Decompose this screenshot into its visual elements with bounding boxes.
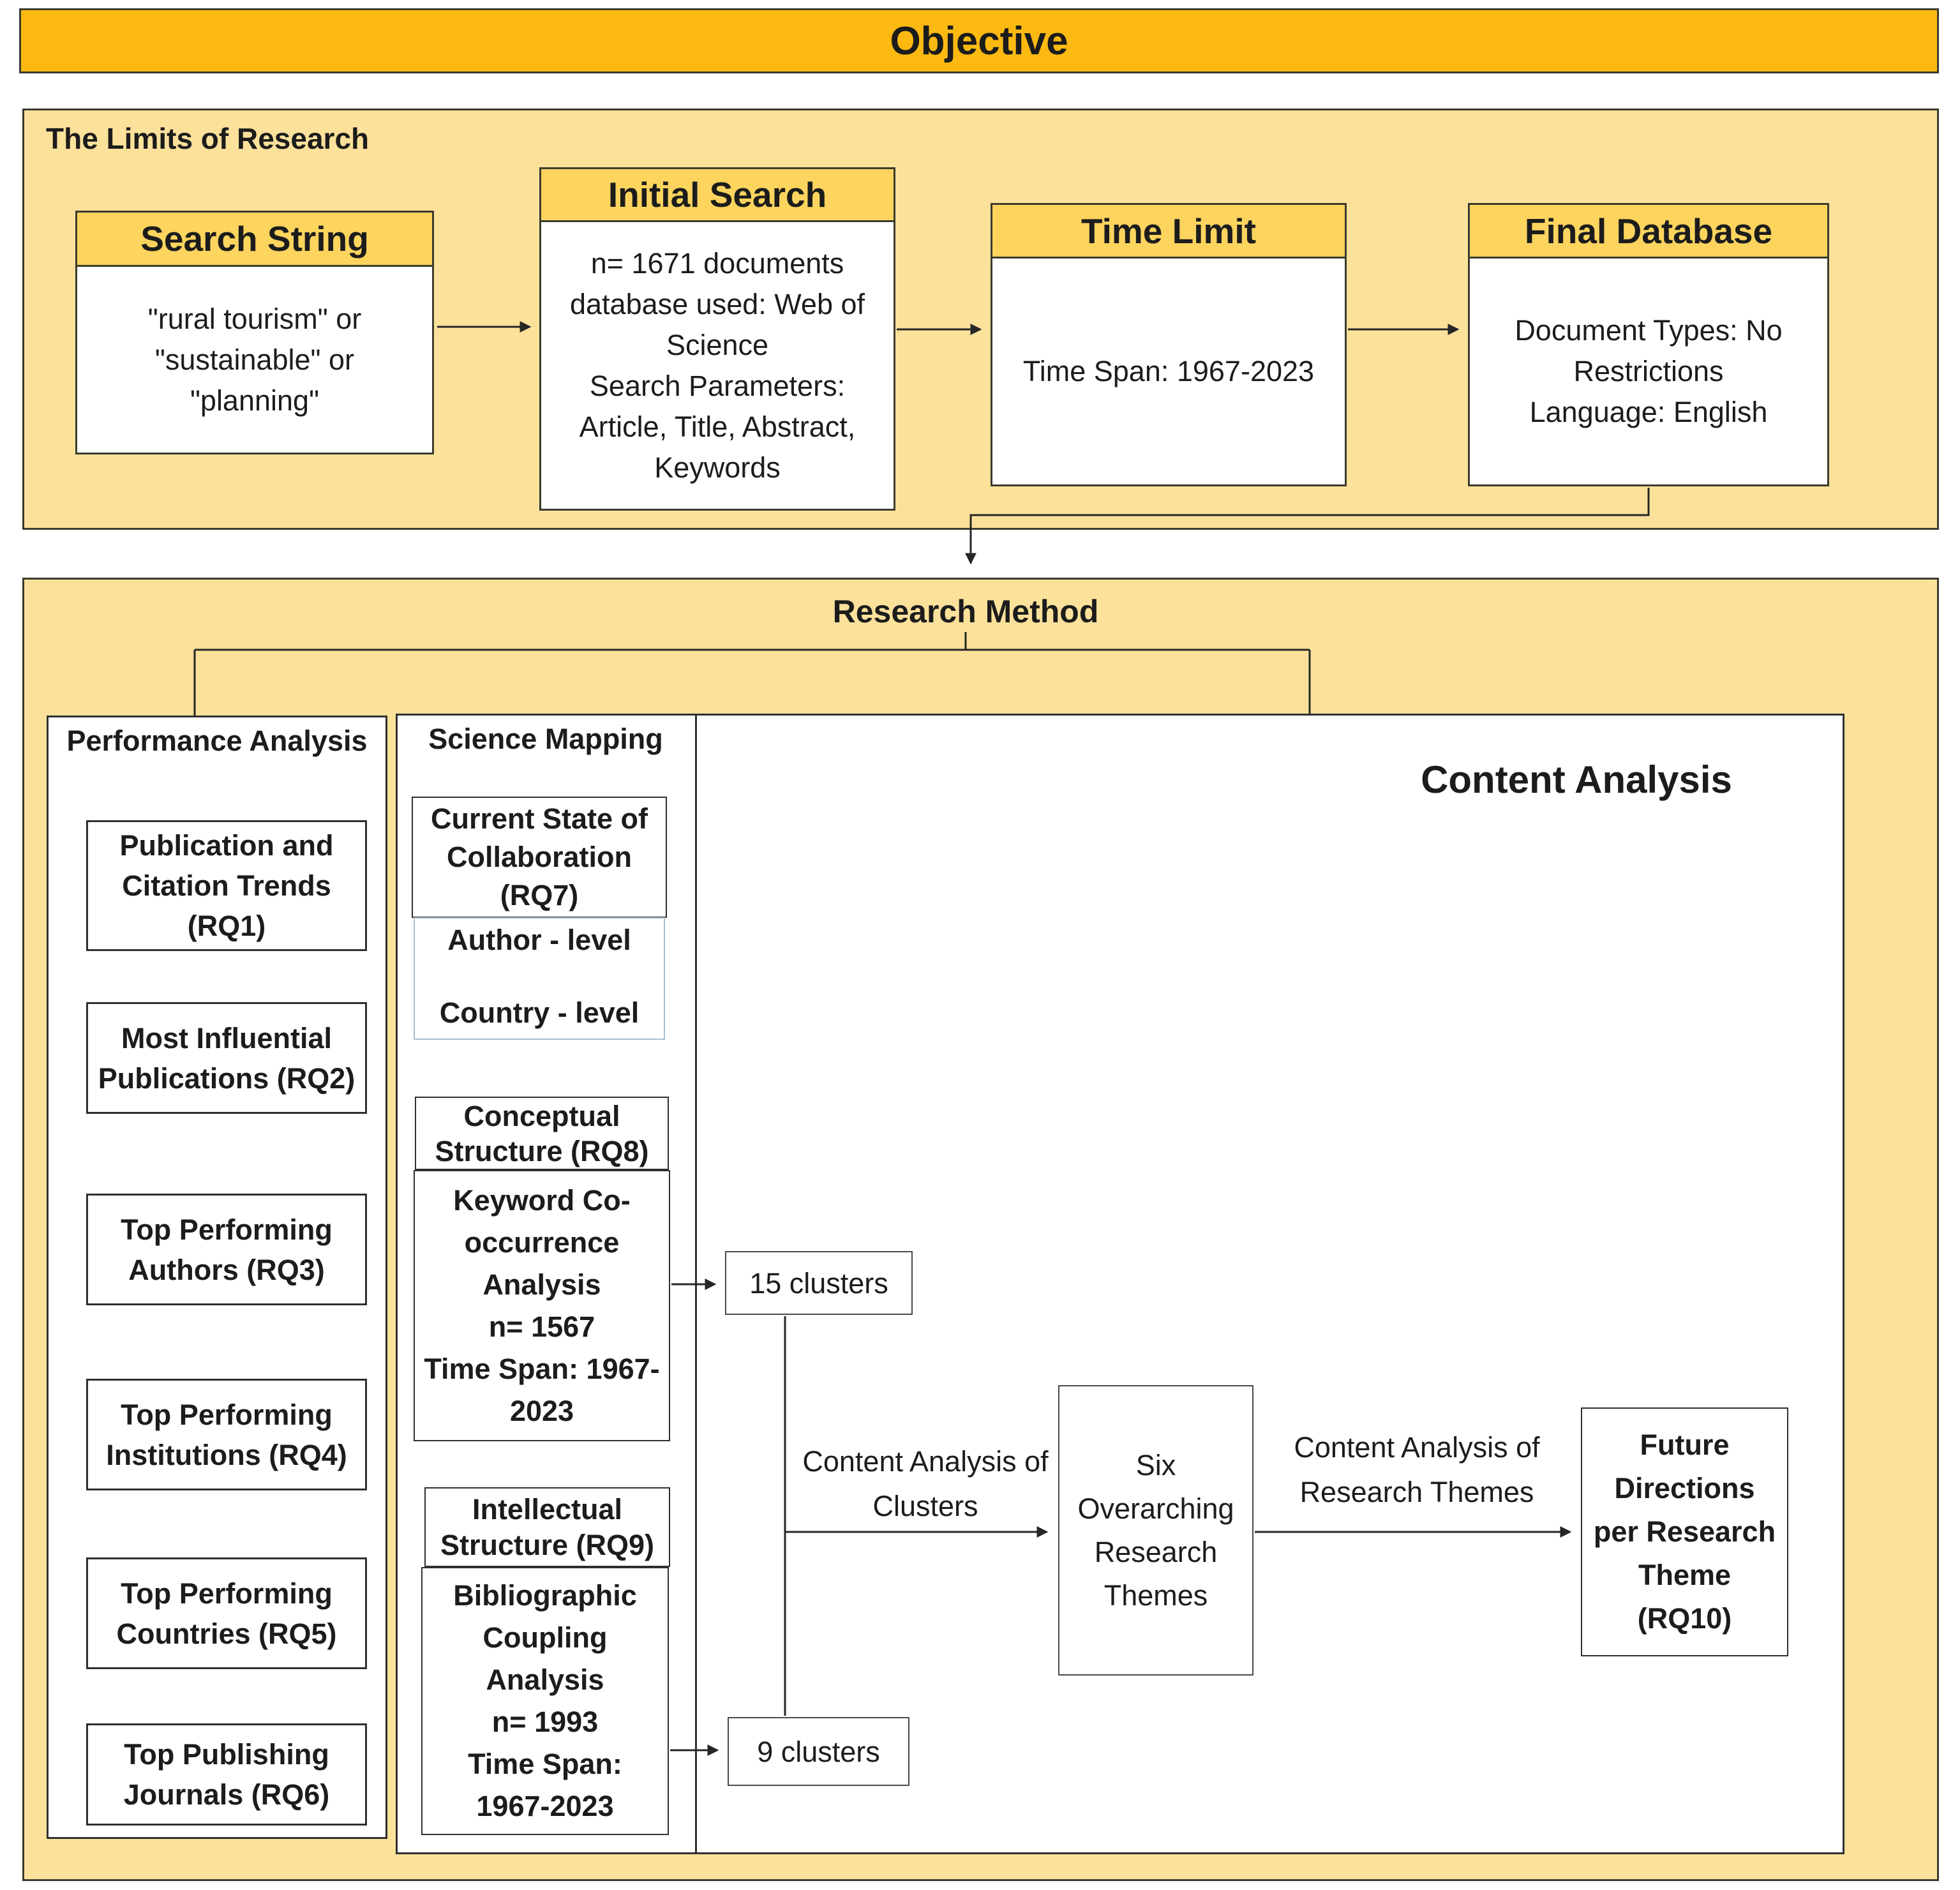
final-database-body: Document Types: No Restrictions Language… [1468, 257, 1829, 486]
column-divider [695, 716, 697, 1852]
item-rq2: Most Influential Publications (RQ2) [86, 1002, 367, 1114]
item-rq4: Top Performing Institutions (RQ4) [86, 1379, 367, 1490]
performance-title: Performance Analysis [66, 724, 368, 757]
method-label: Research Method [832, 594, 1099, 629]
box-future-directions: Future Directions per Research Theme (RQ… [1581, 1407, 1788, 1656]
box-15-clusters: 15 clusters [725, 1251, 913, 1315]
time-limit-header: Time Limit [991, 203, 1347, 259]
limits-label: The Limits of Research [46, 122, 370, 155]
box-rq8-header: Conceptual Structure (RQ8) [415, 1097, 669, 1170]
box-six-themes: Six Overarching Research Themes [1058, 1385, 1253, 1676]
box-rq9-body: Bibliographic Coupling Analysis n= 1993 … [421, 1567, 669, 1835]
content-analysis-title: Content Analysis [1421, 758, 1732, 801]
box-rq9-header: Intellectual Structure (RQ9) [424, 1487, 670, 1567]
box-rq8-body: Keyword Co- occurrence Analysis n= 1567 … [414, 1170, 670, 1441]
search-string-body: "rural tourism" or "sustainable" or "pla… [75, 265, 434, 454]
final-database-header: Final Database [1468, 203, 1829, 259]
country-level-label: Country - level [439, 996, 640, 1029]
box-levels: Author - level Country - level [414, 917, 665, 1040]
search-string-header: Search String [75, 211, 434, 267]
initial-search-header: Initial Search [539, 167, 895, 222]
item-rq3: Top Performing Authors (RQ3) [86, 1194, 367, 1305]
box-rq7: Current State of Collaboration (RQ7) [412, 797, 667, 918]
item-rq1: Publication and Citation Trends (RQ1) [86, 820, 367, 951]
label-content-analysis-clusters: Content Analysis of Clusters [802, 1444, 1049, 1522]
author-level-label: Author - level [447, 924, 631, 956]
box-9-clusters: 9 clusters [728, 1717, 909, 1786]
item-rq5: Top Performing Countries (RQ5) [86, 1557, 367, 1669]
objective-title: Objective [890, 19, 1068, 63]
initial-search-body: n= 1671 documents database used: Web of … [539, 220, 895, 511]
time-limit-body: Time Span: 1967-2023 [991, 257, 1347, 486]
item-rq6: Top Publishing Journals (RQ6) [86, 1723, 367, 1826]
objective-bar: Objective [19, 8, 1939, 73]
label-content-analysis-themes: Content Analysis of Research Themes [1294, 1430, 1540, 1508]
science-mapping-title: Science Mapping [428, 723, 663, 755]
